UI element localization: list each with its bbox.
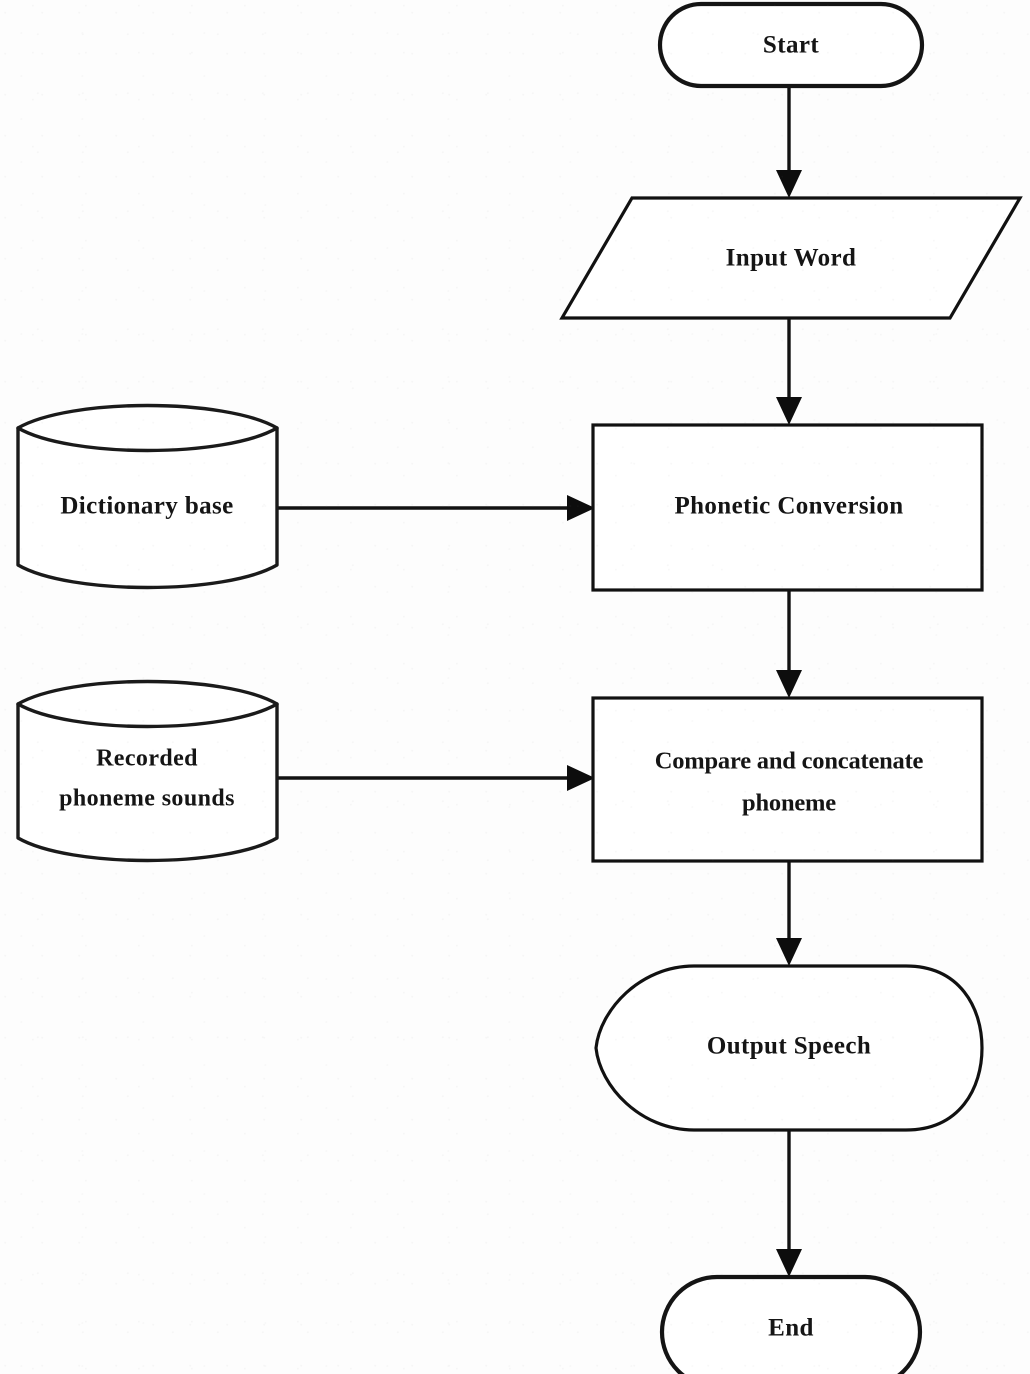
connector-output-speech-to-end <box>776 1130 802 1277</box>
node-end-label: End <box>768 1315 814 1342</box>
node-recorded-phoneme-sounds-label-line2: phoneme sounds <box>59 786 235 812</box>
node-output-speech-label: Output Speech <box>707 1033 871 1060</box>
node-output-speech[interactable]: Output Speech <box>594 964 984 1132</box>
connector-compare-concatenate-to-output-speech <box>776 861 802 966</box>
node-recorded-phoneme-sounds-label-line1: Recorded <box>96 746 198 772</box>
node-compare-concatenate-label-line1: Compare and concatenate <box>655 748 924 775</box>
node-input-word[interactable]: Input Word <box>559 196 1023 320</box>
connector-dictionary-base-to-phonetic-conversion <box>277 495 595 521</box>
node-compare-concatenate[interactable]: Compare and concatenate phoneme <box>591 696 984 863</box>
node-input-word-label: Input Word <box>726 245 857 272</box>
connector-start-to-input-word <box>776 86 802 198</box>
node-dictionary-base-label: Dictionary base <box>60 493 233 520</box>
connector-recorded-phoneme-sounds-to-compare-concatenate <box>277 765 595 791</box>
node-start-label: Start <box>763 32 819 59</box>
node-compare-concatenate-label-line2: phoneme <box>742 790 836 817</box>
node-end[interactable]: End <box>659 1274 923 1374</box>
node-phonetic-conversion-label: Phonetic Conversion <box>674 493 903 520</box>
node-start[interactable]: Start <box>657 1 925 89</box>
connector-input-word-to-phonetic-conversion <box>776 318 802 425</box>
connector-phonetic-conversion-to-compare-concatenate <box>776 590 802 698</box>
node-dictionary-base[interactable]: Dictionary base <box>16 403 279 590</box>
node-recorded-phoneme-sounds[interactable]: Recorded phoneme sounds <box>16 679 279 863</box>
node-phonetic-conversion[interactable]: Phonetic Conversion <box>591 423 984 592</box>
